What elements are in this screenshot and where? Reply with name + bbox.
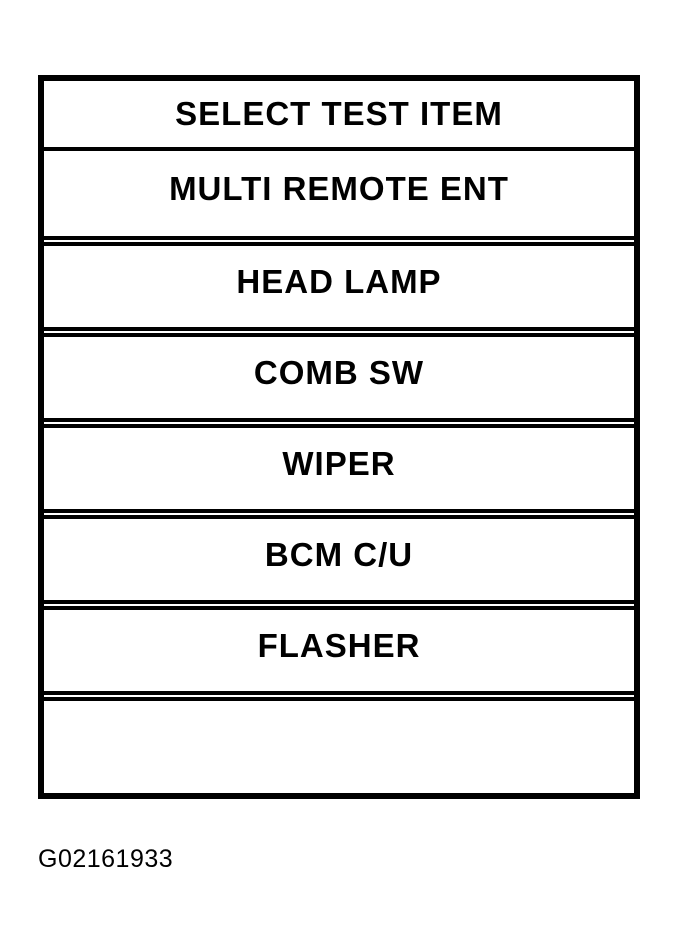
menu-item-label: MULTI REMOTE ENT: [169, 169, 509, 207]
menu-item-label: HEAD LAMP: [236, 262, 442, 300]
menu-header: SELECT TEST ITEM: [44, 81, 634, 151]
menu-item-empty: [44, 697, 634, 793]
menu-item-head-lamp[interactable]: HEAD LAMP: [44, 242, 634, 331]
select-test-item-menu: SELECT TEST ITEM MULTI REMOTE ENT HEAD LA…: [38, 75, 640, 799]
figure-id-label: G02161933: [38, 845, 174, 873]
menu-item-wiper[interactable]: WIPER: [44, 424, 634, 513]
menu-item-multi-remote-ent[interactable]: MULTI REMOTE ENT: [44, 151, 634, 240]
menu-item-bcm-c-u[interactable]: BCM C/U: [44, 515, 634, 604]
menu-item-flasher[interactable]: FLASHER: [44, 606, 634, 695]
menu-item-label: FLASHER: [257, 626, 421, 664]
menu-item-label: BCM C/U: [264, 535, 414, 573]
menu-item-label: WIPER: [282, 444, 396, 482]
menu-item-label: COMB SW: [253, 353, 425, 391]
menu-item-comb-sw[interactable]: COMB SW: [44, 333, 634, 422]
menu-item-list: MULTI REMOTE ENT HEAD LAMP COMB SW WIPER BCM…: [44, 151, 634, 793]
